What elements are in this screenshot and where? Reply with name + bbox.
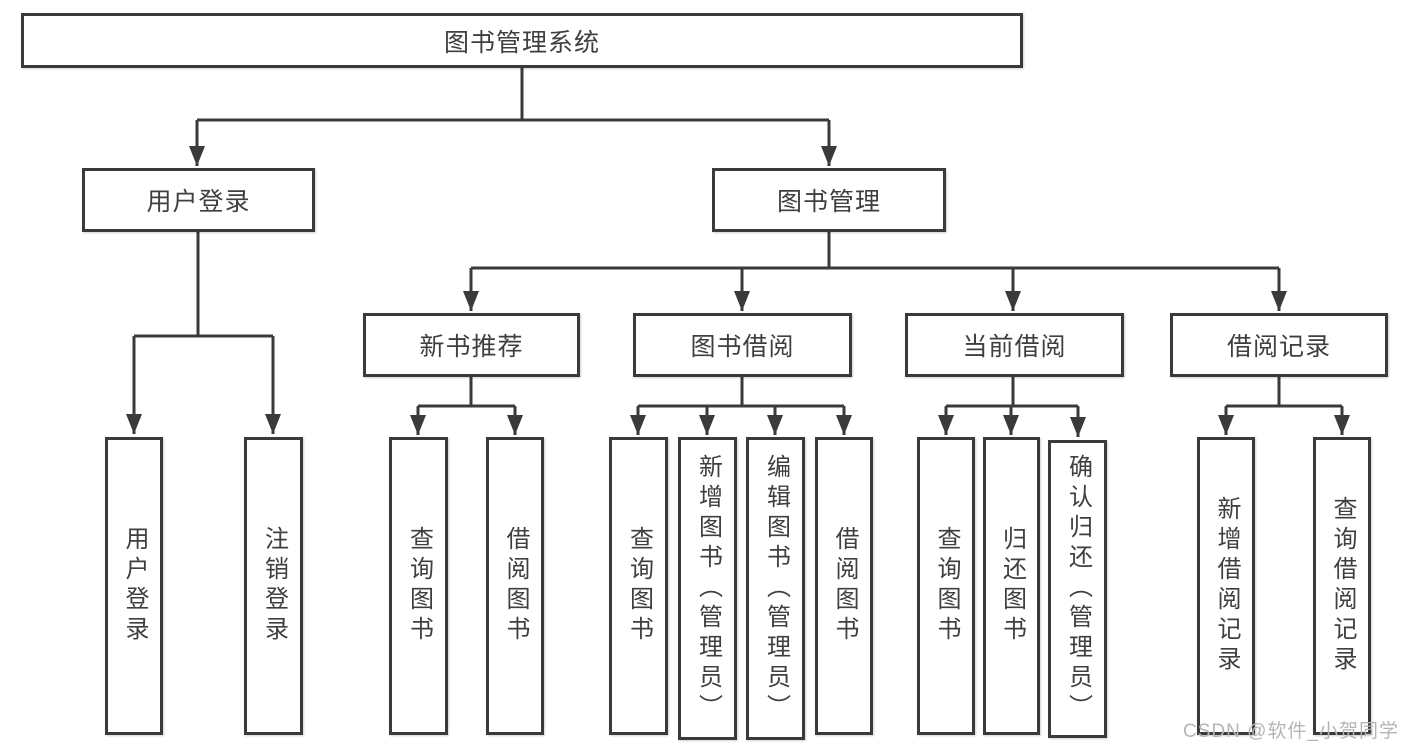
leaf-confirm-return-admin: 确认归还（管理员）: [1048, 440, 1107, 738]
leaf-edit-book-admin: 编辑图书（管理员）: [746, 437, 805, 740]
node-book-borrow-label: 图书借阅: [690, 333, 795, 361]
leaf-query-books-borrow-label: 查询图书: [625, 526, 653, 646]
leaf-add-book-admin: 新增图书（管理员）: [678, 437, 737, 740]
node-book-management-label: 图书管理: [776, 188, 881, 216]
node-borrow-records: 借阅记录: [1170, 313, 1388, 377]
node-user-login: 用户登录: [82, 168, 315, 232]
leaf-logout-label: 注销登录: [260, 526, 288, 646]
leaf-query-books-recommend-label: 查询图书: [405, 526, 433, 646]
leaf-query-books-current-label: 查询图书: [933, 526, 960, 646]
leaf-return-book-label: 归还图书: [998, 526, 1026, 646]
node-user-login-label: 用户登录: [146, 188, 251, 216]
leaf-logout: 注销登录: [244, 437, 303, 735]
leaf-borrow-books-recommend: 借阅图书: [486, 437, 544, 735]
node-new-book-recommend: 新书推荐: [363, 313, 580, 377]
node-book-borrow: 图书借阅: [633, 313, 852, 377]
leaf-query-borrow-record: 查询借阅记录: [1313, 437, 1371, 735]
leaf-query-books-recommend: 查询图书: [389, 437, 448, 735]
leaf-user-login-label: 用户登录: [121, 526, 148, 646]
leaf-query-books-current: 查询图书: [917, 437, 975, 735]
node-new-book-recommend-label: 新书推荐: [419, 333, 524, 361]
leaf-borrow-books-label: 借阅图书: [831, 526, 858, 646]
node-root: 图书管理系统: [21, 13, 1023, 68]
leaf-query-books-borrow: 查询图书: [609, 437, 668, 735]
node-borrow-records-label: 借阅记录: [1226, 333, 1331, 361]
leaf-borrow-books-recommend-label: 借阅图书: [502, 526, 529, 646]
leaf-edit-book-admin-label: 编辑图书（管理员）: [762, 453, 790, 724]
node-book-management: 图书管理: [712, 168, 946, 232]
leaf-add-borrow-record-label: 新增借阅记录: [1213, 496, 1240, 676]
leaf-query-borrow-record-label: 查询借阅记录: [1329, 496, 1356, 676]
node-current-borrow-label: 当前借阅: [962, 333, 1067, 361]
leaf-add-borrow-record: 新增借阅记录: [1197, 437, 1255, 735]
leaf-confirm-return-admin-label: 确认归还（管理员）: [1064, 454, 1092, 724]
node-current-borrow: 当前借阅: [905, 313, 1124, 377]
node-root-label: 图书管理系统: [443, 28, 600, 57]
leaf-return-book: 归还图书: [983, 437, 1040, 735]
leaf-borrow-books: 借阅图书: [815, 437, 873, 735]
csdn-watermark: CSDN @软件_小贺同学: [1183, 721, 1399, 742]
leaf-user-login: 用户登录: [105, 437, 163, 735]
leaf-add-book-admin-label: 新增图书（管理员）: [694, 453, 722, 724]
